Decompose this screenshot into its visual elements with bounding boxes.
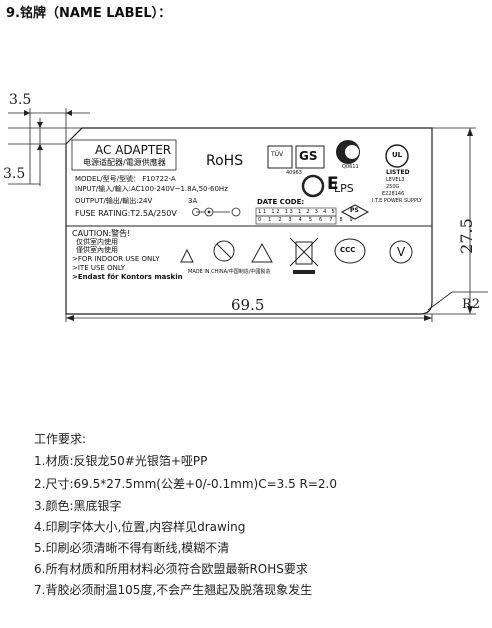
ul-mark: UL xyxy=(392,151,403,159)
ce-e: E xyxy=(327,174,339,194)
label-subheading: 电源适配器/電源供應器 xyxy=(83,158,166,167)
date-code-grid xyxy=(255,207,337,225)
requirements-title: 工作要求: xyxy=(34,432,87,446)
cert-number: 40963 xyxy=(286,170,302,176)
listed-e: E228146 xyxy=(382,191,405,197)
dim-width: 69.5 xyxy=(231,296,265,314)
fuse-line: FUSE RATING:T2.5A/250V xyxy=(75,209,177,218)
model-line: MODEL/型号/型號： F10722-A xyxy=(75,175,176,183)
listed-code: 250G xyxy=(386,184,400,190)
label-outline xyxy=(65,127,433,315)
made-in-china: MADE IN CHINA/中国制造/中國製造 xyxy=(188,269,271,275)
weee-bin xyxy=(289,237,319,267)
caution-cn2: 僅供室內使用 xyxy=(76,246,118,254)
input-line: INPUT/输入/輸入:AC100-240V~1.8A,50-60Hz xyxy=(75,185,228,193)
ccc-mark: CCC xyxy=(340,246,356,254)
gs-text: GS xyxy=(299,149,318,163)
requirement-item: 3.颜色:黑底银字 xyxy=(34,499,122,513)
requirement-item: 7.背胶必须耐温105度,不会产生翘起及脱落现象发生 xyxy=(34,583,313,597)
section-title: 9.铭牌（NAME LABEL）： xyxy=(6,6,172,21)
dim-radius-left: 3.5 xyxy=(3,166,26,182)
endast-line: >Endast för Kontors maskin xyxy=(72,273,183,281)
caution-cn1: 仅供室内使用 xyxy=(76,238,118,246)
output-line: OUTPUT/输出/輸出:24V xyxy=(75,197,153,205)
requirement-item: 1.材质:反银龙50#光银箔+哑PP xyxy=(34,454,208,468)
output-current: 3A xyxy=(188,197,198,205)
caution-icons xyxy=(180,240,273,263)
listed-level: LEVEL3 xyxy=(386,177,405,183)
listed-title: LISTED xyxy=(386,169,410,176)
dim-radius-top: 3.5 xyxy=(9,92,32,108)
dim-height: 27.5 xyxy=(456,218,476,254)
v-mark: V xyxy=(397,245,406,259)
date-code-title: DATE CODE: xyxy=(257,198,305,206)
requirement-item: 6.所有材质和所用材料必须符合欧盟最新ROHS要求 xyxy=(34,562,308,576)
listed-ite: I.T.E POWER SUPPLY xyxy=(372,198,423,204)
requirement-item: 4.印刷字体大小,位置,内容样见drawing xyxy=(34,520,246,534)
caution-title: CAUTION:警告! xyxy=(72,229,131,238)
ccc-number: Q0611 xyxy=(342,164,359,170)
date-code-top: 11 12 13 1 2 3 4 5 xyxy=(258,209,337,215)
lps-mark: LPS xyxy=(334,182,354,195)
ite-line: >ITE USE ONLY xyxy=(72,264,126,272)
label-heading: AC ADAPTER xyxy=(95,143,172,157)
ps-mark: PS xyxy=(350,207,359,214)
tuv-text: TÜV xyxy=(271,151,284,158)
indoor-line: >FOR INDOOR USE ONLY xyxy=(72,255,160,263)
requirement-item: 2.尺寸:69.5*27.5mm(公差+0/-0.1mm)C=3.5 R=2.0 xyxy=(34,477,338,491)
date-code-bottom: 0 1 2 3 4 5 6 7 8 9 xyxy=(258,217,356,223)
requirement-item: 5.印刷必须清晰不得有断线,模糊不清 xyxy=(34,541,230,555)
dim-corner-radius: R2 xyxy=(462,297,481,312)
rohs-mark: RoHS xyxy=(206,153,244,169)
